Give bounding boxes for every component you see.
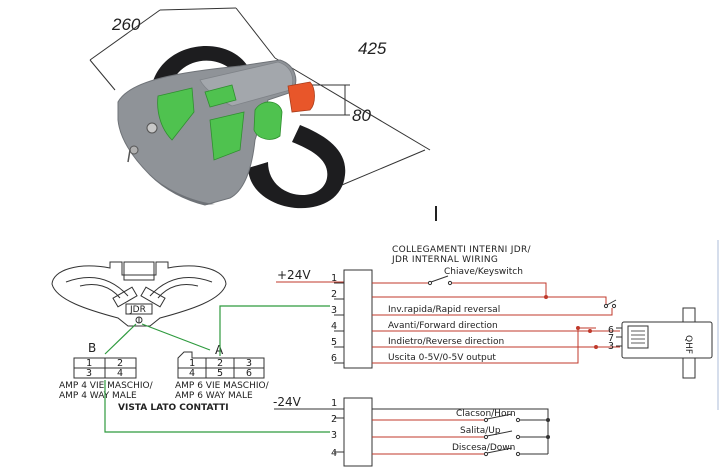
block-b-pin-3: 3 bbox=[331, 430, 337, 441]
tiller-inner-curves-2 bbox=[79, 284, 199, 299]
amp4-label-line2: AMP 4 WAY MALE bbox=[59, 391, 137, 401]
key-switch-icon bbox=[146, 122, 158, 134]
pot-pin-7: 7 bbox=[608, 333, 614, 344]
contact-side-view-label: VISTA LATO CONTATTI bbox=[118, 403, 229, 413]
amp4-label-line1: AMP 4 VIE MASCHIO/ bbox=[59, 381, 154, 391]
conn-b-pin-4: 4 bbox=[117, 368, 123, 379]
block-b-dots bbox=[546, 418, 550, 439]
tiller-left-socket bbox=[112, 286, 138, 308]
wire-conn-a-to-block-a bbox=[219, 305, 330, 356]
conn-a-pin-6: 6 bbox=[246, 368, 252, 379]
internal-wiring: COLLEGAMENTI INTERNI JDR/ JDR INTERNAL W… bbox=[273, 240, 719, 467]
block-a-red-wires bbox=[372, 282, 620, 364]
block-a-pin-4: 4 bbox=[331, 321, 337, 332]
amp6-label-line1: AMP 6 VIE MASCHIO/ bbox=[175, 381, 270, 391]
conn-a-pin-4: 4 bbox=[189, 368, 195, 379]
rapid-reversal-switch bbox=[603, 299, 617, 309]
green-left-wing bbox=[157, 87, 195, 141]
conn-b-letter: B bbox=[88, 341, 96, 355]
conn-b-pin-3: 3 bbox=[86, 368, 92, 379]
tiller-inner-curves bbox=[65, 277, 213, 297]
pot-pin-3: 3 bbox=[608, 341, 614, 352]
wire-conn-b-to-block-b bbox=[104, 380, 330, 433]
signal-up: Salita/Up bbox=[460, 426, 501, 436]
block-a-pin-5: 5 bbox=[331, 337, 337, 348]
green-thumb-button bbox=[253, 101, 283, 140]
conn-b-pin-2: 2 bbox=[117, 358, 123, 369]
terminal-block-b: 1 2 3 4 bbox=[331, 397, 373, 467]
signal-output-0-5v: Uscita 0-5V/0-5V output bbox=[388, 353, 496, 363]
tiller-outline bbox=[51, 261, 227, 327]
hall-sensor-assembly: QHF bbox=[621, 307, 713, 379]
conn-a-pin-2: 2 bbox=[217, 358, 223, 369]
dim-height-80: 80 bbox=[352, 106, 371, 125]
wiring-title-line1: COLLEGAMENTI INTERNI JDR/ bbox=[392, 245, 532, 255]
supply-minus-24v: -24V bbox=[273, 395, 302, 409]
conn-a-pin-5: 5 bbox=[217, 368, 223, 379]
block-b-switches bbox=[483, 413, 521, 457]
keyswitch-contact bbox=[427, 275, 453, 286]
handle-u-front bbox=[248, 125, 346, 209]
hall-label: QHF bbox=[683, 335, 693, 354]
wire-to-conn-b bbox=[104, 323, 137, 355]
tiller-head-photo: 260 425 80 bbox=[89, 7, 431, 209]
dim-width-260: 260 bbox=[111, 15, 141, 34]
signal-reverse: Indietro/Reverse direction bbox=[388, 337, 504, 347]
block-b-pin-4: 4 bbox=[331, 448, 337, 459]
amp6-label-line2: AMP 6 WAY MALE bbox=[175, 391, 253, 401]
block-a-pin-2: 2 bbox=[331, 289, 337, 300]
block-a-pin-1: 1 bbox=[331, 273, 337, 284]
tiller-stem bbox=[123, 261, 155, 281]
jdr-label-box bbox=[125, 303, 153, 315]
key-chain-line bbox=[127, 149, 131, 163]
key-ring-icon bbox=[129, 145, 139, 155]
jdr-label: JDR bbox=[129, 305, 146, 315]
green-front-plate bbox=[209, 111, 245, 161]
wire-to-conn-a bbox=[141, 323, 211, 351]
signal-horn: Clacson/Horn bbox=[456, 409, 516, 419]
terminal-block-a: 1 2 3 4 5 6 bbox=[331, 269, 373, 369]
conn-a-pin-3: 3 bbox=[246, 358, 252, 369]
conn-b-pin-1: 1 bbox=[86, 358, 92, 369]
connector-pinout: JDR B A 1 2 3 4 1 2 3 4 5 6 bbox=[51, 261, 330, 433]
block-a-pin-6: 6 bbox=[331, 353, 337, 364]
signal-down: Discesa/Down bbox=[452, 443, 515, 453]
signal-forward: Avanti/Forward direction bbox=[388, 321, 498, 331]
wiring-title-line2: JDR INTERNAL WIRING bbox=[391, 255, 498, 265]
block-b-pin-2: 2 bbox=[331, 414, 337, 425]
block-a-dots bbox=[544, 295, 598, 349]
block-b-pin-1: 1 bbox=[331, 398, 337, 409]
signal-keyswitch: Chiave/Keyswitch bbox=[444, 267, 523, 277]
connector-b-4way: 1 2 3 4 bbox=[73, 357, 137, 379]
dim-length-425: 425 bbox=[358, 39, 387, 58]
tiller-right-socket bbox=[140, 286, 166, 308]
signal-rapid-reversal: Inv.rapida/Rapid reversal bbox=[388, 305, 500, 315]
connector-a-6way: 1 2 3 4 5 6 bbox=[177, 351, 265, 379]
block-a-pin-3: 3 bbox=[331, 305, 337, 316]
conn-a-pin-1: 1 bbox=[189, 358, 195, 369]
orange-emergency-button bbox=[287, 81, 315, 113]
sensor-connector bbox=[627, 325, 649, 349]
supply-plus-24v: +24V bbox=[277, 268, 311, 282]
pot-pin-6: 6 bbox=[608, 325, 614, 336]
dimension-lines bbox=[89, 7, 431, 191]
handle-loop-back bbox=[150, 45, 250, 100]
green-top-button bbox=[204, 84, 237, 108]
